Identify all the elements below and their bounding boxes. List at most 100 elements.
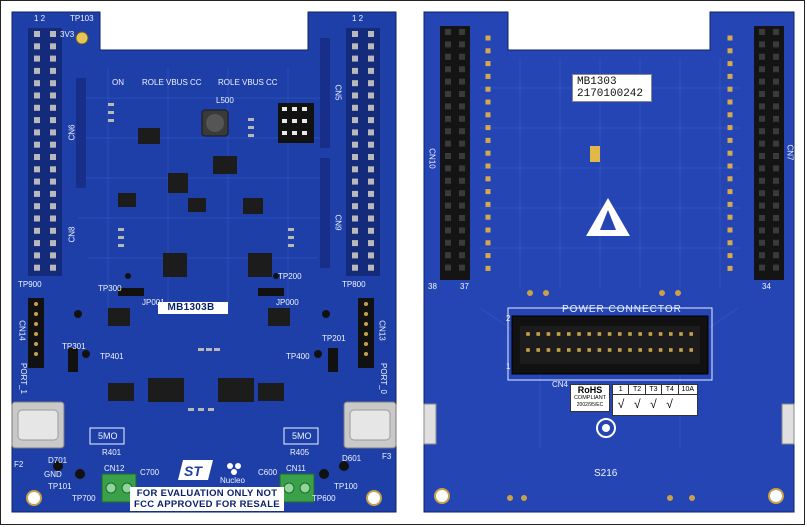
header-pin xyxy=(50,215,56,222)
header-pin xyxy=(50,43,56,50)
header-pin xyxy=(352,141,358,148)
power-connector-pin xyxy=(628,332,632,336)
header-pin xyxy=(368,129,374,136)
header-pin xyxy=(34,141,40,148)
header-socket xyxy=(459,177,465,184)
gold-pad xyxy=(727,201,733,207)
header-pin xyxy=(34,43,40,50)
fcc-legend: FOR EVALUATION ONLY NOT FCC APPROVED FOR… xyxy=(130,487,284,511)
header-socket xyxy=(773,264,779,271)
label-c600: C600 xyxy=(258,468,278,477)
gold-pad xyxy=(727,176,733,182)
header-pin xyxy=(50,117,56,124)
rohs-badge: RoHS COMPLIANT 2002/95/EC xyxy=(570,384,610,412)
header-pin xyxy=(352,154,358,160)
power-connector-pin xyxy=(648,332,653,336)
label-tp103: TP103 xyxy=(70,14,94,23)
header-socket xyxy=(773,103,779,110)
label-port0: PORT_0 xyxy=(378,363,388,394)
header-pin xyxy=(34,117,40,124)
header-pin xyxy=(34,67,40,74)
label-tp201: TP201 xyxy=(322,334,346,343)
label-d601: D601 xyxy=(342,454,362,463)
gold-pad xyxy=(727,35,733,41)
label-cn8: CN8 xyxy=(67,226,77,243)
label-on: ON xyxy=(112,78,124,87)
label-3v3: 3V3 xyxy=(60,30,75,39)
header-socket xyxy=(459,128,465,135)
header-socket xyxy=(773,177,779,184)
header-socket xyxy=(773,53,779,60)
header-socket xyxy=(445,115,451,122)
label-tp400: TP400 xyxy=(286,352,310,361)
header-pin xyxy=(368,166,374,173)
power-connector-pin xyxy=(556,348,561,352)
header-socket xyxy=(459,239,465,246)
gold-pad xyxy=(727,150,733,156)
label-cn11: CN11 xyxy=(286,464,306,473)
header-socket xyxy=(759,252,765,259)
label-tp900: TP900 xyxy=(18,280,42,289)
gold-pad xyxy=(485,86,491,92)
power-connector-pin xyxy=(679,348,683,352)
header-socket xyxy=(445,227,451,234)
header-pin xyxy=(34,178,40,185)
st-logo: ST xyxy=(178,460,213,480)
header-socket xyxy=(759,41,765,48)
header-pin xyxy=(34,104,40,111)
header-pin xyxy=(34,154,40,160)
gold-pad xyxy=(727,240,733,246)
header-pin xyxy=(34,31,40,37)
header-pin xyxy=(50,67,56,74)
header-pin xyxy=(50,166,56,173)
gold-pad xyxy=(727,253,733,259)
header-pin xyxy=(50,264,56,271)
header-pin xyxy=(352,129,358,136)
header-pin xyxy=(368,141,374,148)
header-pin xyxy=(34,240,40,247)
header-socket xyxy=(759,78,765,85)
header-socket xyxy=(759,103,765,110)
header-pin xyxy=(50,55,56,62)
gold-pad xyxy=(485,48,491,54)
header-pin xyxy=(50,252,56,259)
gold-pad xyxy=(485,99,491,105)
header-pin xyxy=(34,80,40,87)
header-socket xyxy=(445,239,451,246)
board-back: MB1303 2170100242 POWER CONNECTOR CN4 2 … xyxy=(420,8,798,516)
label-5mo-right: 5MO xyxy=(292,431,312,441)
label-tp800: TP800 xyxy=(342,280,366,289)
check-mark-1: √ xyxy=(617,397,625,411)
header-pin xyxy=(352,190,358,197)
power-connector-pin xyxy=(597,332,602,336)
header-socket xyxy=(445,66,451,73)
fcc-legend-line1: FOR EVALUATION ONLY NOT xyxy=(136,488,278,499)
header-pin xyxy=(368,31,374,37)
header-pin xyxy=(50,80,56,87)
label-cn6: CN6 xyxy=(67,124,77,141)
header-socket xyxy=(759,227,765,234)
usb-c-connector-right xyxy=(343,401,397,449)
power-connector-cn4 xyxy=(511,315,709,375)
label-tp700: TP700 xyxy=(72,494,96,503)
header-pin xyxy=(368,43,374,50)
header-right-cn9 xyxy=(346,28,380,276)
header-socket xyxy=(759,140,765,147)
header-pin xyxy=(368,80,374,87)
header-socket xyxy=(445,177,451,184)
header-pin xyxy=(34,166,40,173)
header-pin xyxy=(352,215,358,222)
gold-pad xyxy=(485,112,491,118)
power-connector-pin xyxy=(556,332,561,336)
gold-pad xyxy=(485,265,491,271)
power-connector-pin xyxy=(658,348,663,352)
header-socket xyxy=(445,165,451,172)
power-connector-pin xyxy=(577,348,581,352)
label-tp301: TP301 xyxy=(62,342,86,351)
rohs-sub: COMPLIANT xyxy=(573,395,607,401)
gold-pad xyxy=(727,73,733,79)
header-pin xyxy=(352,92,358,99)
check-mark-2: √ xyxy=(633,397,641,411)
label-jp001: JP001 xyxy=(142,298,165,307)
header-socket xyxy=(459,202,465,209)
